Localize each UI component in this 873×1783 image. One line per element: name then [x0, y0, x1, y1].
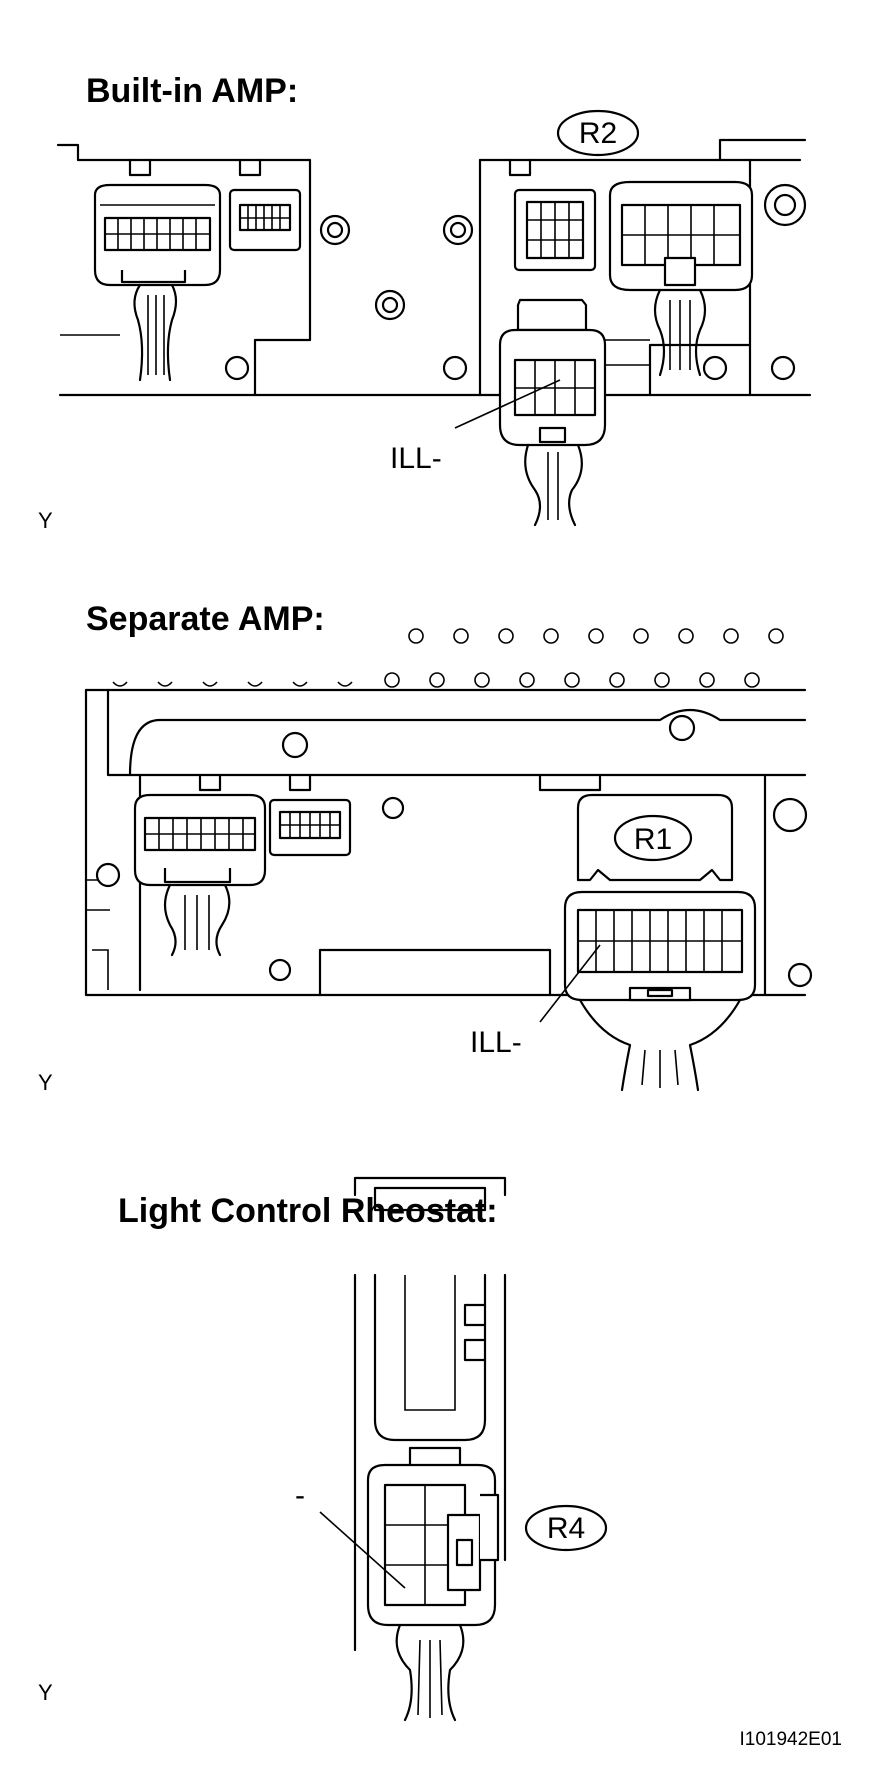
- small-connector: [228, 188, 302, 252]
- mounting-holes: [95, 714, 813, 988]
- terminal-label: ILL-: [390, 442, 442, 475]
- leader-line: [539, 944, 601, 1023]
- left-connector: [93, 183, 222, 382]
- view-mark: Y: [38, 508, 53, 533]
- ill-connector: [498, 298, 607, 527]
- terminal-label: -: [295, 1479, 305, 1512]
- grid-block: [513, 188, 597, 272]
- mounting-holes: [224, 183, 807, 381]
- panel-title: Separate AMP:: [86, 600, 325, 638]
- connector-label: R4: [547, 1512, 585, 1545]
- r2-connector: [608, 180, 754, 377]
- view-mark: Y: [38, 1070, 53, 1095]
- leader-line: [454, 379, 561, 429]
- panel-light-control-rheostat: Light Control Rheostat: R4: [38, 1176, 608, 1722]
- r4-connector: [366, 1446, 500, 1722]
- connector-label: R2: [579, 117, 617, 150]
- panel-separate-amp: Separate AMP:: [38, 600, 813, 1095]
- left-connector: [133, 793, 267, 957]
- view-mark: Y: [38, 1680, 53, 1705]
- figure-reference: I101942E01: [740, 1729, 843, 1750]
- cooling-holes: [112, 628, 784, 688]
- top-bracket: [353, 1176, 507, 1212]
- connector-label: R1: [634, 823, 672, 856]
- connector-r2-callout: R2: [556, 109, 640, 157]
- small-connector: [268, 798, 352, 857]
- r1-connector: [563, 890, 757, 1092]
- connector-r1-bracket: R1: [576, 793, 734, 882]
- panel-title: Light Control Rheostat:: [118, 1192, 498, 1230]
- panel-built-in-amp: Built-in AMP:: [38, 72, 812, 533]
- terminal-label: ILL-: [470, 1026, 522, 1059]
- switch-body: [353, 1273, 507, 1652]
- unit-outline: [84, 688, 807, 997]
- connector-r4-callout: R4: [524, 1504, 608, 1552]
- leader-line: [319, 1511, 406, 1589]
- panel-title: Built-in AMP:: [86, 72, 298, 110]
